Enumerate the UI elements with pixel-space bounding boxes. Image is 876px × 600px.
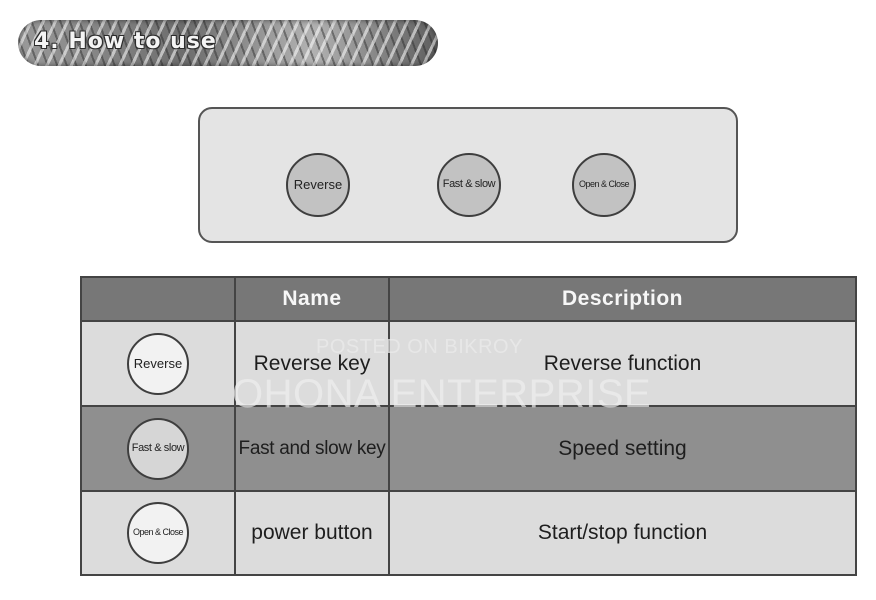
key-cell: Fast & slow — [82, 407, 236, 490]
key-name: power button — [236, 492, 390, 574]
key-description: Start/stop function — [537, 521, 708, 544]
header-name: Name — [236, 278, 390, 320]
key-description: Reverse function — [543, 351, 702, 375]
open-close-key-icon: Open & Close — [127, 502, 189, 564]
fast-slow-key-icon: Fast & slow — [127, 417, 189, 480]
key-cell: Open & Close — [82, 492, 236, 574]
table-row: Reverse Reverse key Reverse function — [82, 322, 855, 407]
key-name: Fast and slow key — [236, 407, 390, 490]
instructions-table: Name Description Reverse Reverse key Rev… — [80, 276, 857, 576]
section-banner: 4. How to use — [18, 20, 438, 66]
key-name: Reverse key — [236, 322, 390, 405]
reverse-key-icon: Reverse — [127, 332, 189, 395]
remote-panel: Reverse Fast & slow Open & Close — [198, 107, 738, 243]
reverse-key-icon: Reverse — [286, 153, 350, 217]
table-header-row: Name Description — [82, 278, 855, 322]
fast-slow-key-icon: Fast & slow — [437, 153, 501, 217]
table-row: Fast & slow Fast and slow key Speed sett… — [82, 407, 855, 492]
header-description: Description — [561, 287, 684, 310]
header-key-cell — [82, 278, 236, 320]
section-title: 4. How to use — [34, 29, 217, 54]
open-close-key-icon: Open & Close — [572, 153, 636, 217]
key-description: Speed setting — [558, 436, 687, 460]
key-cell: Reverse — [82, 322, 236, 405]
table-row: Open & Close power button Start/stop fun… — [82, 492, 855, 574]
